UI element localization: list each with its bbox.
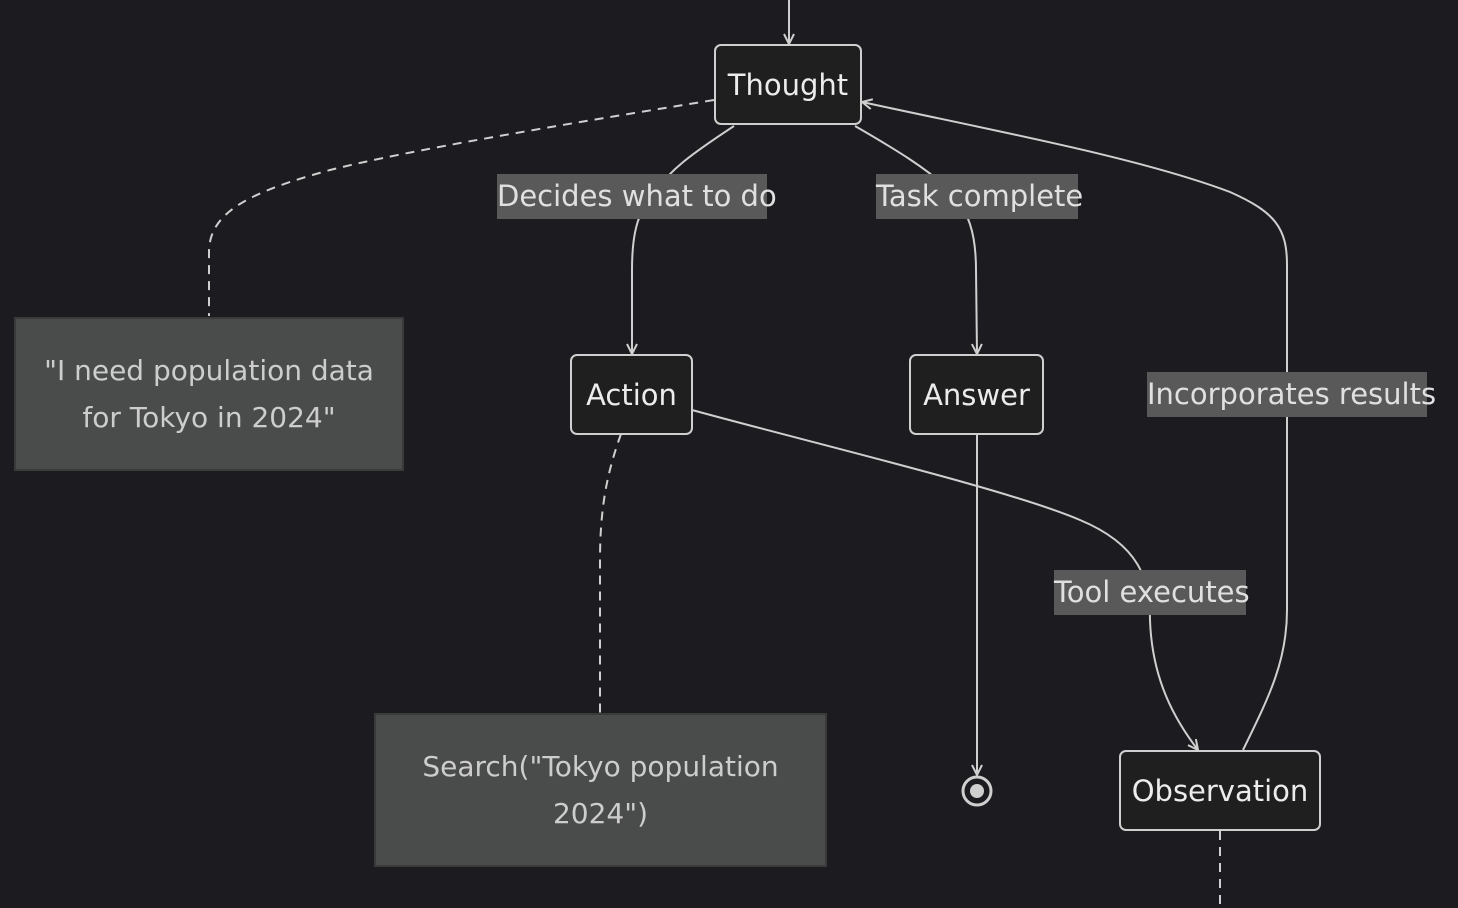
note-thought-text: "I need population data for Tokyo in 202… [44,354,374,434]
edge-label-incorporates: Incorporates results [1147,372,1436,417]
edge-thought-to-action [632,125,735,354]
note-link-action [599,433,622,714]
note-action: Search("Tokyo population 2024") [374,713,827,867]
state-action[interactable]: Action [570,354,693,435]
edge-observation-to-thought [862,102,1288,751]
note-action-text: Search("Tokyo population 2024") [422,750,779,830]
state-action-label: Action [586,377,677,412]
edge-label-complete: Task complete [876,174,1083,219]
state-observation[interactable]: Observation [1119,750,1321,831]
state-thought[interactable]: Thought [714,44,862,125]
state-thought-label: Thought [727,67,849,102]
state-observation-label: Observation [1131,773,1309,808]
edge-label-executes: Tool executes [1054,570,1250,615]
state-answer[interactable]: Answer [909,354,1044,435]
edge-label-decides: Decides what to do [497,174,777,219]
edge-action-to-observation [691,409,1198,750]
end-state-outer [961,775,993,807]
note-thought: "I need population data for Tokyo in 202… [14,317,404,471]
end-state-inner [970,784,984,798]
state-answer-label: Answer [923,377,1030,412]
edge-thought-to-answer [854,125,977,354]
